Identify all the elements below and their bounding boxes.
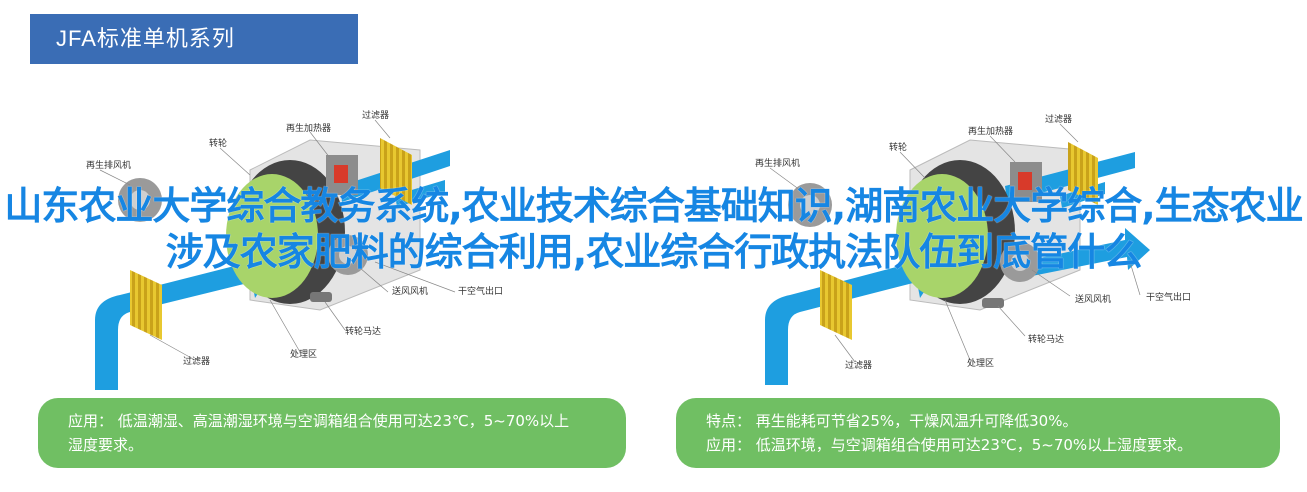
label-filter-bottom: 过滤器 — [845, 359, 872, 371]
airflow-inlet — [95, 245, 275, 390]
banner-title: JFA标准单机系列 — [56, 26, 235, 51]
leader-lines — [99, 119, 456, 361]
label-reheater: 再生加热器 — [286, 122, 331, 134]
headline-overlay: 山东农业大学综合教务系统,农业技术综合基础知识,湖南农业大学综合,生态农业涉及农… — [0, 183, 1307, 275]
label-dry-air-outlet: 干空气出口 — [1146, 291, 1191, 303]
label-rotor-motor: 转轮马达 — [345, 325, 381, 337]
label-regen-fan: 再生排风机 — [86, 159, 131, 171]
rotor-motor-icon — [982, 298, 1004, 308]
label-regen-fan: 再生排风机 — [755, 157, 800, 169]
airflow-outlet — [1030, 228, 1150, 276]
label-filter-top: 过滤器 — [362, 109, 389, 121]
diagram-left: 过滤器 再生加热器 转轮 再生排风机 送风风机 干空气出口 转轮马达 处理区 过… — [86, 109, 503, 390]
diagram-right: 过滤器 再生加热器 转轮 再生排风机 送风风机 干空气出口 转轮马达 处理区 过… — [755, 113, 1191, 385]
label-filter-bottom: 过滤器 — [183, 355, 210, 367]
rotor-wheel — [226, 174, 318, 298]
label-supply-fan: 送风风机 — [1075, 293, 1111, 305]
title-banner: JFA标准单机系列 — [30, 14, 358, 64]
info-right-line1: 特点： 再生能耗可节省25%，干燥风温升可降低30%。 — [706, 412, 1078, 430]
info-right-line2: 应用： 低温环境，与空调箱组合使用可达23℃，5~70%以上湿度要求。 — [706, 436, 1193, 454]
info-box-left: 应用： 低温潮湿、高温潮湿环境与空调箱组合使用可达23℃，5~70%以上 湿度要… — [38, 398, 626, 468]
label-reheater: 再生加热器 — [968, 125, 1013, 137]
label-processing-zone: 处理区 — [967, 357, 994, 369]
label-dry-air-outlet: 干空气出口 — [458, 285, 503, 297]
label-supply-fan: 送风风机 — [392, 285, 428, 297]
filter-bottom — [130, 270, 162, 340]
info-box-right: 特点： 再生能耗可节省25%，干燥风温升可降低30%。 应用： 低温环境，与空调… — [676, 398, 1280, 468]
info-left-line2: 湿度要求。 — [68, 436, 144, 454]
label-filter-top: 过滤器 — [1045, 113, 1072, 125]
filter-top — [1068, 142, 1098, 205]
headline-text: 山东农业大学综合教务系统,农业技术综合基础知识,湖南农业大学综合,生态农业涉及农… — [4, 184, 1303, 274]
airflow-inlet — [765, 245, 940, 385]
rotor-motor-icon — [310, 292, 332, 302]
label-rotor: 转轮 — [889, 141, 907, 153]
filter-bottom — [820, 270, 852, 340]
leader-lines — [769, 123, 1141, 363]
label-rotor: 转轮 — [209, 137, 227, 149]
label-processing-zone: 处理区 — [290, 348, 317, 360]
rotor-wheel — [896, 174, 988, 298]
info-left-line1: 应用： 低温潮湿、高温潮湿环境与空调箱组合使用可达23℃，5~70%以上 — [68, 412, 570, 430]
label-rotor-motor: 转轮马达 — [1028, 333, 1064, 345]
filter-top — [380, 138, 412, 205]
